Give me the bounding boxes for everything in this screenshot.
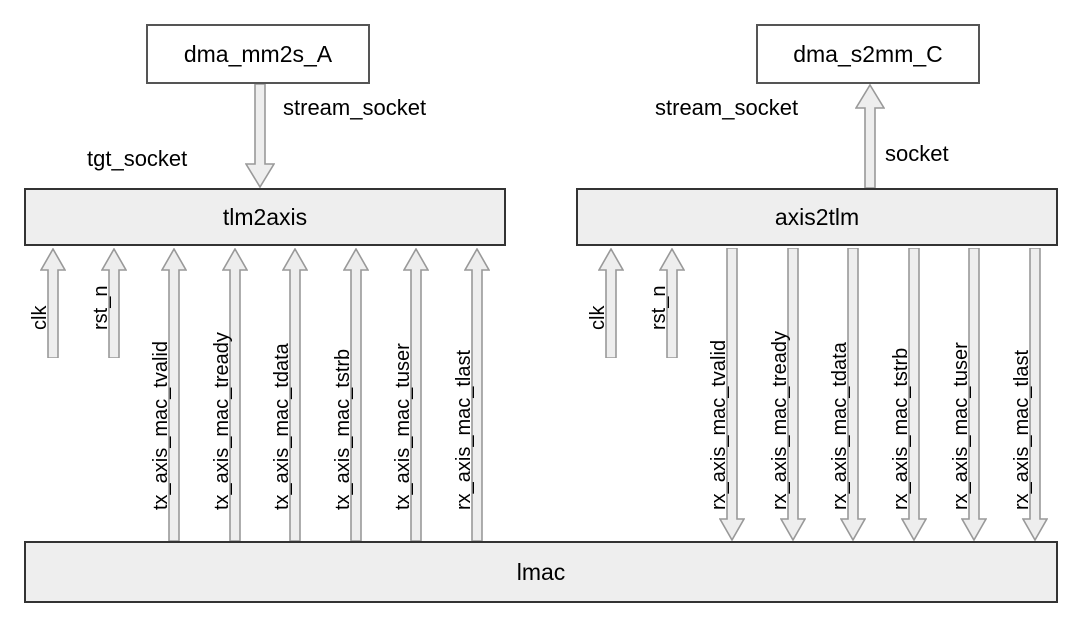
signal-arrow-rx_axis_mac_tvalid [719,248,745,541]
signal-arrow-rx_axis_mac_tlast [1022,248,1048,541]
arrow-stream-socket-to-tlm2axis [245,84,275,188]
signal-label-rx_axis_mac_tlast: rx_axis_mac_tlast [453,349,475,510]
signal-label-rst_n: rst_n [648,285,670,330]
signal-arrow-clk [40,248,66,358]
block-lmac[interactable]: lmac [24,541,1058,603]
signal-label-tx_axis_mac_tdata: tx_axis_mac_tdata [271,343,293,510]
label-left-tgt-socket: tgt_socket [87,146,188,171]
signal-label-rx_axis_mac_tstrb: rx_axis_mac_tstrb [890,347,912,510]
signal-arrow-clk [598,248,624,358]
signal-arrow-rst_n [659,248,685,358]
label-left-stream-socket: stream_socket [283,95,427,120]
block-dma-mm2s-a[interactable]: dma_mm2s_A [146,24,370,84]
block-axis2tlm[interactable]: axis2tlm [576,188,1058,246]
signal-label-rst_n: rst_n [90,285,112,330]
signal-label-clk: clk [29,305,51,330]
signal-arrow-tx_axis_mac_tvalid [161,248,187,541]
signal-arrow-tx_axis_mac_tuser [403,248,429,541]
signal-arrow-rx_axis_mac_tready [780,248,806,541]
label-right-socket: socket [885,141,949,166]
block-dma-s2mm-c[interactable]: dma_s2mm_C [756,24,980,84]
signal-label-tx_axis_mac_tvalid: tx_axis_mac_tvalid [150,341,172,510]
label-right-stream-socket: stream_socket [655,95,799,120]
signal-arrow-rst_n [101,248,127,358]
block-label: dma_s2mm_C [793,40,943,67]
signal-arrow-tx_axis_mac_tdata [282,248,308,541]
signal-label-rx_axis_mac_tdata: rx_axis_mac_tdata [829,342,851,510]
signal-arrow-rx_axis_mac_tdata [840,248,866,541]
block-label: lmac [516,558,566,585]
signal-label-rx_axis_mac_tuser: rx_axis_mac_tuser [950,342,972,510]
block-label: dma_mm2s_A [183,40,333,67]
block-label: tlm2axis [222,203,308,230]
block-tlm2axis[interactable]: tlm2axis [24,188,506,246]
signal-arrow-tx_axis_mac_tstrb [343,248,369,541]
block-label: axis2tlm [774,203,860,230]
signal-label-clk: clk [587,305,609,330]
signal-label-rx_axis_mac_tvalid: rx_axis_mac_tvalid [708,339,730,510]
signal-label-rx_axis_mac_tlast: rx_axis_mac_tlast [1011,349,1033,510]
arrow-socket-to-dma-s2mm [855,84,885,188]
signal-arrow-rx_axis_mac_tuser [961,248,987,541]
signal-arrow-rx_axis_mac_tstrb [901,248,927,541]
signal-label-rx_axis_mac_tready: rx_axis_mac_tready [769,331,791,510]
signal-arrow-rx_axis_mac_tlast [464,248,490,541]
signal-arrow-tx_axis_mac_tready [222,248,248,541]
signal-label-tx_axis_mac_tuser: tx_axis_mac_tuser [392,343,414,510]
signal-label-tx_axis_mac_tstrb: tx_axis_mac_tstrb [332,348,354,510]
signal-label-tx_axis_mac_tready: tx_axis_mac_tready [211,332,233,510]
